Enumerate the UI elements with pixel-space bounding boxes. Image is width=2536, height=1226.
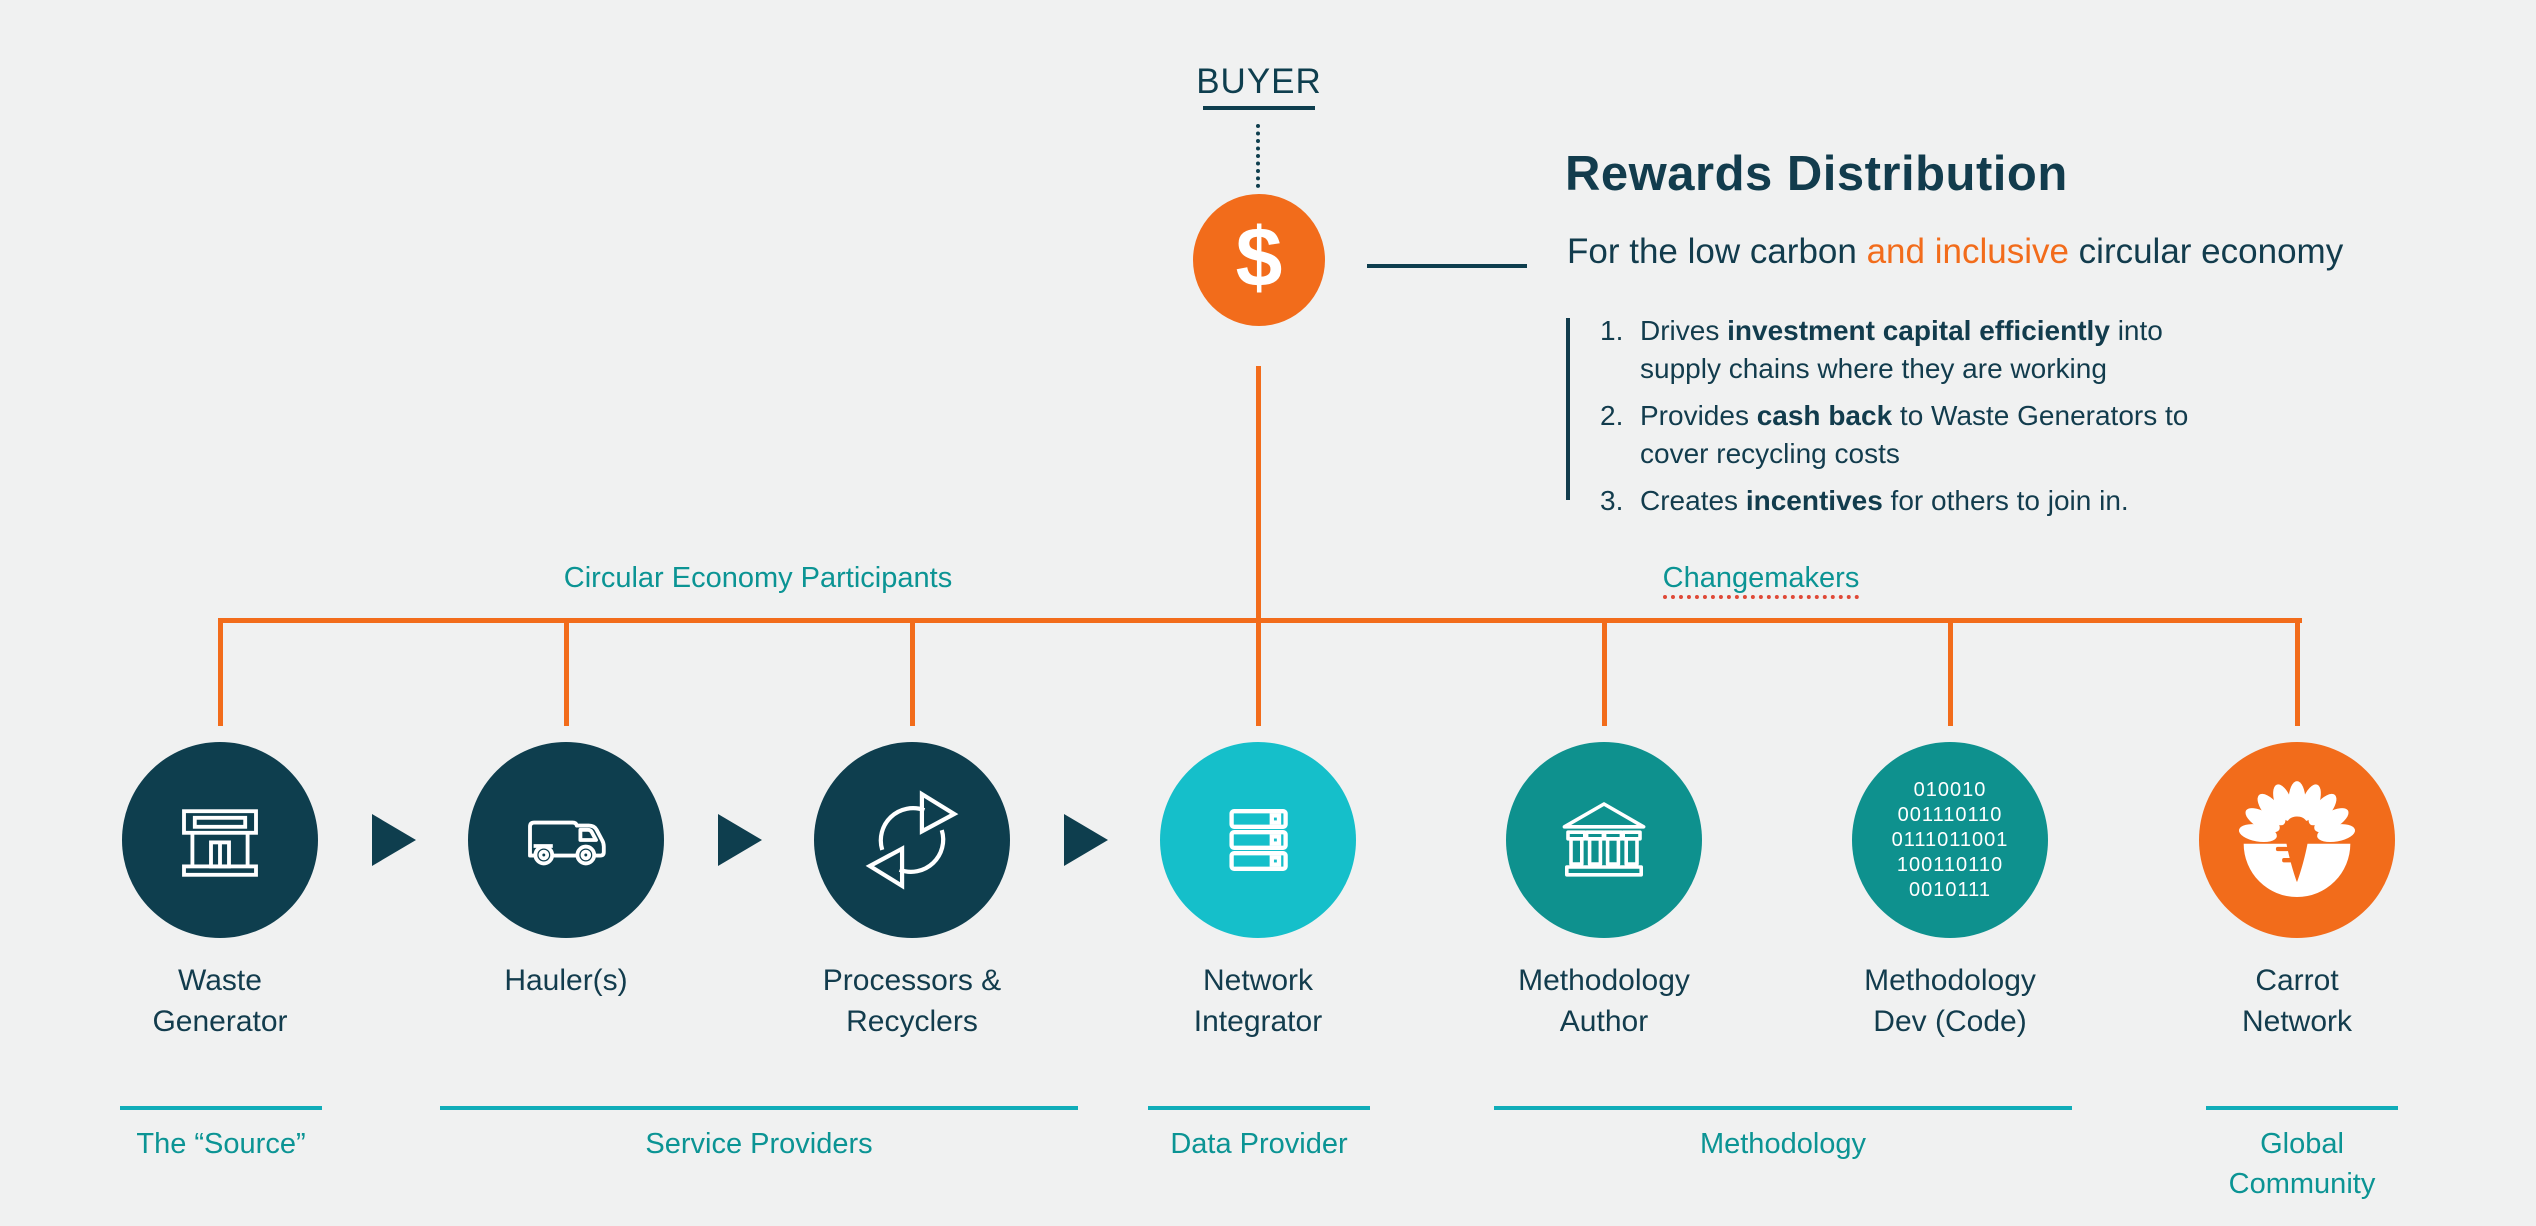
list-item: 1. Drives investment capital efficiently… — [1600, 312, 2220, 388]
connector-drop-carrot-network — [2295, 618, 2300, 726]
category-rule-service-providers — [440, 1106, 1078, 1110]
category-rule-source — [120, 1106, 322, 1110]
list-item: 3. Creates incentives for others to join… — [1600, 482, 2220, 520]
title-connector-line — [1367, 264, 1527, 268]
node-label: Methodology Author — [1518, 964, 1690, 1038]
node-haulers: Hauler(s) — [406, 742, 726, 1001]
group-label-changemakers: Changemakers — [1511, 562, 2011, 599]
connector-drop-waste-generator — [218, 618, 223, 726]
subtitle-post: circular economy — [2068, 232, 2344, 271]
node-waste-generator: Waste Generator — [60, 742, 380, 1042]
node-label: Waste Generator — [152, 964, 288, 1038]
list-item-number: 3. — [1600, 485, 1624, 516]
category-label-data-provider: Data Provider — [1170, 1128, 1348, 1160]
list-item-number: 1. — [1600, 315, 1624, 346]
node-carrot-network: Carrot Network — [2137, 742, 2457, 1042]
connector-drop-methodology-dev — [1948, 618, 1953, 726]
recycle-sync-icon — [865, 790, 959, 890]
methodology-author-circle — [1506, 742, 1702, 938]
node-label: Hauler(s) — [504, 964, 628, 997]
category-rule-data-provider — [1148, 1106, 1370, 1110]
carrot-logo-icon — [2238, 781, 2356, 898]
category-label-service-providers: Service Providers — [645, 1128, 873, 1160]
van-icon — [528, 820, 606, 866]
dollar-circle: $ — [1193, 194, 1325, 326]
connector-drop-methodology-author — [1602, 618, 1607, 726]
list-accent-bar — [1566, 318, 1570, 500]
subtitle-highlight: and inclusive — [1866, 232, 2069, 271]
list-item-text: Drives investment capital efficiently in… — [1640, 315, 2163, 384]
waste-generator-circle — [122, 742, 318, 938]
carrot-network-circle — [2199, 742, 2395, 938]
methodology-dev-circle: 010010 001110110 0111011001 100110110 00… — [1852, 742, 2048, 938]
buyer-label: BUYER — [1196, 62, 1322, 101]
group-label-circular-economy-participants: Circular Economy Participants — [563, 562, 953, 594]
page-title: Rewards Distribution — [1565, 147, 2068, 201]
node-network-integrator: Network Integrator — [1098, 742, 1418, 1042]
server-rack-icon — [1229, 809, 1288, 871]
connector-buyer-drop-line — [1256, 366, 1261, 726]
storefront-icon — [182, 809, 258, 877]
flow-arrow-icon — [372, 814, 416, 866]
buyer-underline — [1203, 106, 1315, 110]
binary-code-icon: 010010 001110110 0111011001 100110110 00… — [1891, 778, 2009, 901]
buyer-dotted-connector — [1256, 124, 1260, 188]
hauler-circle — [468, 742, 664, 938]
node-label: Processors & Recyclers — [822, 964, 1002, 1038]
node-label: Carrot Network — [2241, 964, 2353, 1038]
page-subtitle: For the low carbon and inclusive circula… — [1567, 232, 2343, 272]
network-integrator-circle — [1160, 742, 1356, 938]
node-label: Network Integrator — [1193, 964, 1323, 1038]
node-label: Methodology Dev (Code) — [1864, 964, 2036, 1038]
flow-arrow-icon — [1064, 814, 1108, 866]
list-item-text: Creates incentives for others to join in… — [1640, 485, 2129, 516]
category-label-methodology: Methodology — [1699, 1128, 1867, 1160]
connector-drop-processors — [910, 618, 915, 726]
subtitle-pre: For the low carbon — [1567, 232, 1867, 271]
dollar-icon: $ — [1235, 210, 1283, 304]
flow-arrow-icon — [718, 814, 762, 866]
benefits-list: 1. Drives investment capital efficiently… — [1600, 312, 2220, 529]
bank-icon — [1562, 802, 1646, 877]
list-item: 2. Provides cash back to Waste Generator… — [1600, 397, 2220, 473]
node-methodology-author: Methodology Author — [1444, 742, 1764, 1042]
category-label-source: The “Source” — [136, 1128, 306, 1160]
processors-circle — [814, 742, 1010, 938]
list-item-text: Provides cash back to Waste Generators t… — [1640, 400, 2189, 469]
category-label-global-community: Global Community — [2228, 1128, 2376, 1200]
category-rule-global-community — [2206, 1106, 2398, 1110]
connector-drop-hauler — [564, 618, 569, 726]
node-processors-recyclers: Processors & Recyclers — [752, 742, 1072, 1042]
category-rule-methodology — [1494, 1106, 2072, 1110]
node-methodology-dev: 010010 001110110 0111011001 100110110 00… — [1790, 742, 2110, 1042]
list-item-number: 2. — [1600, 400, 1624, 431]
